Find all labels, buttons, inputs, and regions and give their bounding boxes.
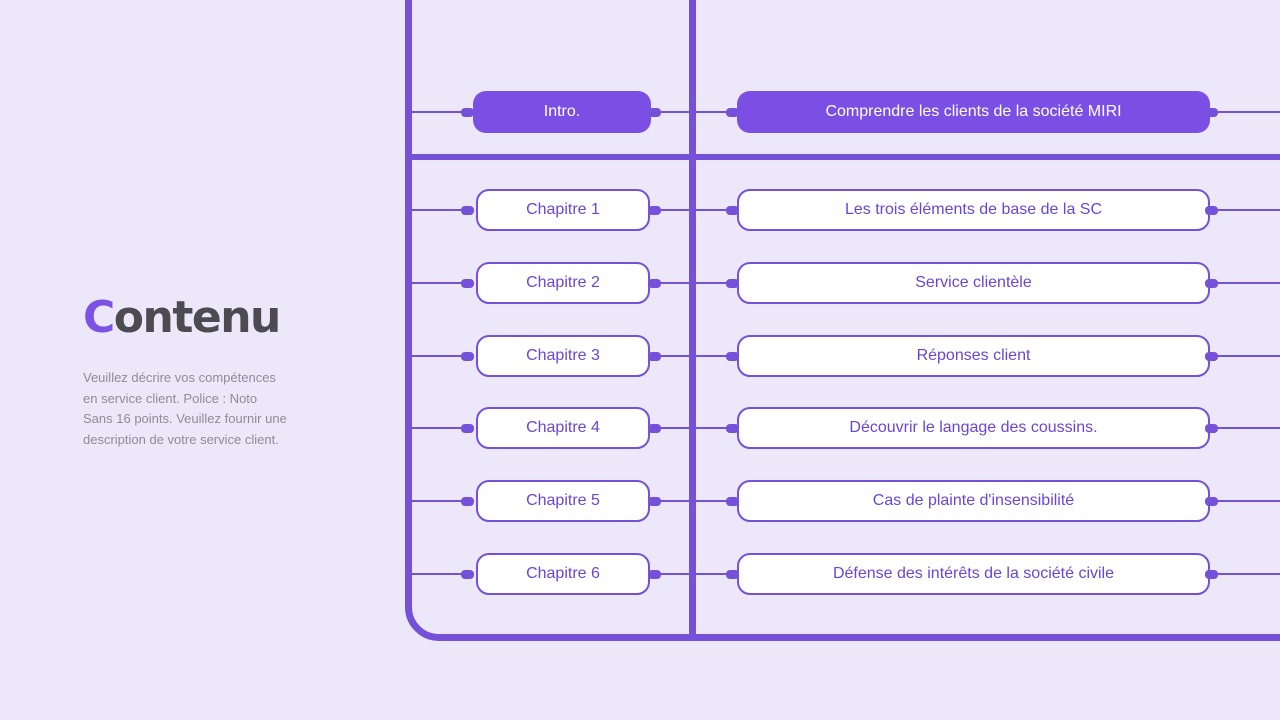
connector-line: [411, 427, 468, 429]
connector-line: [411, 500, 468, 502]
toc-row-chapter-5: Chapitre 5 Cas de plainte d'insensibilit…: [0, 480, 1280, 522]
chapter-title-pill: Les trois éléments de base de la SC: [737, 189, 1210, 231]
page-title-accent-letter: C: [83, 292, 115, 343]
connector-line: [652, 573, 692, 575]
connector-line: [411, 282, 468, 284]
connector-dot: [726, 351, 739, 361]
connector-line: [694, 427, 739, 429]
connector-line: [694, 282, 739, 284]
description-line: Veuillez décrire vos compétences: [83, 370, 276, 385]
chapter-title-pill: Défense des intérêts de la société civil…: [737, 553, 1210, 595]
toc-row-chapter-1: Chapitre 1 Les trois éléments de base de…: [0, 189, 1280, 231]
chapter-title-pill: Cas de plainte d'insensibilité: [737, 480, 1210, 522]
chapter-pill-label: Chapitre 3: [526, 347, 600, 364]
chapter-title-label: Découvrir le langage des coussins.: [849, 419, 1098, 436]
header-separator: [410, 154, 1280, 160]
connector-line: [411, 573, 468, 575]
chapter-pill-label: Chapitre 4: [526, 419, 600, 436]
connector-line: [1208, 355, 1280, 357]
connector-dot: [726, 205, 739, 215]
column-divider: [689, 0, 696, 634]
chapter-title-pill: Découvrir le langage des coussins.: [737, 407, 1210, 449]
chapter-title-label: Cas de plainte d'insensibilité: [872, 492, 1075, 509]
connector-line: [652, 355, 692, 357]
chapter-pill-label: Chapitre 1: [526, 201, 600, 218]
toc-frame: [405, 0, 1280, 641]
chapter-pill: Chapitre 3: [476, 335, 650, 377]
connector-line: [411, 209, 468, 211]
connector-dot: [461, 107, 474, 117]
toc-row-chapter-3: Chapitre 3 Réponses client: [0, 335, 1280, 377]
chapter-pill: Chapitre 5: [476, 480, 650, 522]
connector-dot: [726, 423, 739, 433]
connector-dot: [726, 107, 739, 117]
connector-line: [694, 500, 739, 502]
chapter-title-pill: Réponses client: [737, 335, 1210, 377]
connector-line: [1208, 111, 1280, 113]
chapter-pill-label: Intro.: [543, 103, 581, 120]
connector-line: [652, 500, 692, 502]
connector-line: [694, 573, 739, 575]
connector-dot: [461, 569, 474, 579]
connector-dot: [461, 496, 474, 506]
chapter-pill: Chapitre 1: [476, 189, 650, 231]
toc-row-chapter-6: Chapitre 6 Défense des intérêts de la so…: [0, 553, 1280, 595]
connector-line: [1208, 209, 1280, 211]
connector-dot: [726, 278, 739, 288]
connector-line: [652, 282, 692, 284]
connector-line: [652, 209, 692, 211]
chapter-title-pill: Comprendre les clients de la société MIR…: [737, 91, 1210, 133]
chapter-title-label: Les trois éléments de base de la SC: [844, 201, 1103, 218]
description-line: en service client. Police : Noto: [83, 390, 258, 406]
connector-line: [411, 355, 468, 357]
page-title-rest: ontenu: [113, 292, 282, 343]
chapter-title-label: Défense des intérêts de la société civil…: [832, 565, 1115, 582]
connector-line: [652, 427, 692, 429]
connector-line: [694, 209, 739, 211]
connector-dot: [726, 496, 739, 506]
connector-line: [411, 111, 468, 113]
connector-line: [652, 111, 692, 113]
connector-line: [694, 111, 739, 113]
description-line: Sans 16 points. Veuillez fournir une: [83, 411, 287, 426]
page-title: Contenu: [83, 296, 323, 340]
toc-row-chapter-2: Chapitre 2 Service clientèle: [0, 262, 1280, 304]
chapter-title-label: Comprendre les clients de la société MIR…: [825, 103, 1122, 120]
connector-line: [694, 355, 739, 357]
toc-row-chapter-4: Chapitre 4 Découvrir le langage des cous…: [0, 407, 1280, 449]
description: Veuillez décrire vos compétences en serv…: [83, 368, 323, 450]
chapter-title-label: Réponses client: [916, 347, 1031, 364]
connector-dot: [726, 569, 739, 579]
toc-row-intro: Intro. Comprendre les clients de la soci…: [0, 91, 1280, 133]
connector-dot: [461, 278, 474, 288]
chapter-title-label: Service clientèle: [915, 274, 1032, 291]
chapter-pill-label: Chapitre 2: [526, 274, 600, 291]
chapter-pill: Chapitre 2: [476, 262, 650, 304]
chapter-pill: Chapitre 4: [476, 407, 650, 449]
description-line: description de votre service client.: [83, 431, 279, 447]
connector-dot: [461, 205, 474, 215]
chapter-pill: Intro.: [473, 91, 651, 133]
sidebar: Contenu Veuillez décrire vos compétences…: [83, 296, 323, 450]
connector-dot: [461, 423, 474, 433]
chapter-title-pill: Service clientèle: [737, 262, 1210, 304]
chapter-pill-label: Chapitre 5: [526, 492, 600, 509]
connector-line: [1208, 282, 1280, 284]
chapter-pill-label: Chapitre 6: [526, 565, 600, 582]
chapter-pill: Chapitre 6: [476, 553, 650, 595]
connector-line: [1208, 573, 1280, 575]
connector-dot: [461, 351, 474, 361]
connector-line: [1208, 427, 1280, 429]
connector-line: [1208, 500, 1280, 502]
